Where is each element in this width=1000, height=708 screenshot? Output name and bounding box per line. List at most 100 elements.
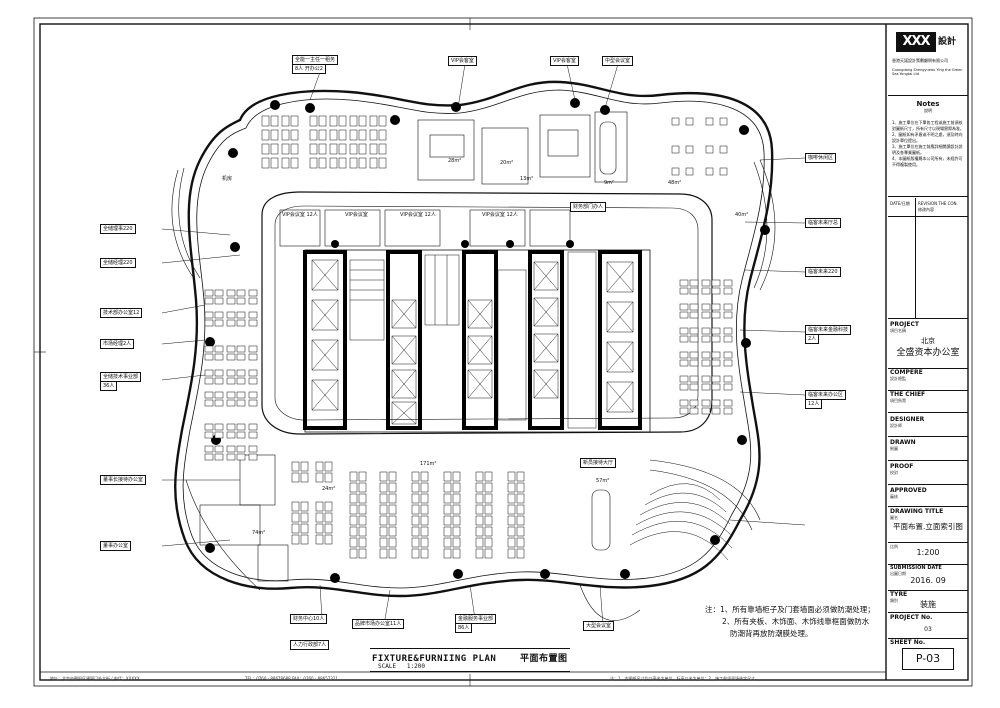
logo-text: 設計 (938, 37, 957, 47)
bottom-note: 注：1、本图纸尺寸均以毫米为单位，标高以米为单位；2、施工前须现场核实尺寸。 (610, 676, 760, 681)
scale-value-tb: 1:200 (916, 548, 940, 557)
compere-field: COMPERE 設計總監 (888, 368, 968, 391)
plan-title: FIXTURE&FURNIING PLAN 平面布置图 (372, 651, 568, 664)
scale-value: 1:200 (406, 663, 425, 670)
drawn-sublabel: 制圖 (890, 446, 898, 451)
footnote-line: 防潮背再放防潮膜处理。 (730, 629, 813, 638)
room-label: VIP会议室 12人 (482, 212, 518, 218)
approved-sublabel: 審核 (890, 494, 898, 499)
room-label: 24m² (322, 486, 336, 492)
footnote-line: 2、所有夹板、木饰面、木饰线靠框面做防水 (722, 617, 870, 626)
firm-name: 香港天諾設計策劃顧問有限公司 (892, 58, 948, 63)
stair-arcs (171, 159, 776, 621)
room-label: VIP会议室 (345, 212, 368, 218)
firm-logo: XXX 設計 (896, 32, 960, 54)
desk-clusters (204, 115, 733, 559)
bottom-address: 地址：北京市朝阳区建国门外大街 / 电话：XXXXX (50, 676, 140, 681)
designer-field: DESIGNER 設計師 (888, 412, 968, 437)
proof-field: PROOF 校對 (888, 460, 968, 485)
drawing-title-value: 平面布置.立面索引图 (893, 522, 963, 531)
drawn-label: DRAWN (890, 439, 916, 446)
callout-label: 市场经理2人 (100, 339, 135, 349)
firm-name-en: Guangdong Shengyuedu Ying the Green Sea … (892, 68, 963, 76)
building-core (303, 249, 651, 433)
callout-label: 全储技术事业部 (100, 372, 142, 382)
callout-label: VIP会客室 (448, 56, 477, 66)
plan-scale: SCALE 1:200 (378, 663, 425, 670)
compere-label: COMPERE (890, 369, 923, 376)
callout-label: 36人 (100, 381, 118, 391)
project-field: PROJECT 項目名稱 北京 全盛资本办公室 (888, 320, 968, 369)
callout-label: 全储理事220 (100, 224, 136, 234)
room-label: 48m² (668, 180, 682, 186)
note-item: 2、圖紙如有矛盾或不明之處，須及時向設計單位提出。 (892, 132, 963, 143)
project-label: PROJECT (890, 321, 919, 328)
designer-label: DESIGNER (890, 416, 925, 423)
drawn-field: DRAWN 制圖 (888, 436, 968, 461)
callout-label: 全储经理220 (100, 258, 136, 268)
project-name: 全盛资本办公室 (896, 348, 960, 358)
type-value: 装施 (920, 600, 936, 609)
revision-table: DATE/日期 REVISION THE CON. 修改內容 (888, 198, 968, 319)
callout-label: 8人 开办公2 (292, 64, 326, 74)
auditorium-seating (629, 483, 733, 561)
notes-subtitle: 說明 (924, 108, 932, 113)
elevator-shafts (311, 259, 634, 425)
project-no-value: 03 (924, 626, 932, 633)
revision-content-header-cn: 修改內容 (918, 207, 934, 212)
drawing-title-label: DRAWING TITLE (890, 508, 944, 515)
chief-field: THE CHIEF 項目負責 (888, 390, 968, 413)
submission-value: 2016. 09 (910, 576, 946, 585)
callout-label: VIP会客室 (550, 56, 579, 66)
revision-content-header: REVISION THE CON. (918, 201, 958, 206)
type-field: TYRE 類別 装施 (888, 590, 968, 613)
chief-label: THE CHIEF (890, 391, 926, 398)
callout-label: 技术部办公室12 (100, 308, 143, 318)
type-sublabel: 類別 (890, 598, 898, 603)
scale-field: 比例 1:200 (888, 542, 968, 565)
drawing-title-field: DRAWING TITLE 圖名 平面布置.立面索引图 (888, 506, 968, 543)
callout-label: 咖啡休闲区 (805, 153, 837, 163)
plan-title-cn: 平面布置图 (519, 654, 568, 664)
room-label: VIP会议室 12人 (400, 212, 436, 218)
logo-mark-icon: XXX (896, 32, 936, 52)
sheet-no-label: SHEET No. (890, 639, 926, 646)
room-label: 171m² (420, 461, 437, 467)
notes-title: Notes (916, 100, 940, 108)
proof-label: PROOF (890, 463, 914, 470)
revision-date-header: DATE/日期 (890, 201, 910, 206)
corridor-ring (261, 191, 713, 435)
submission-label: SUBMISSION DATE (890, 565, 942, 571)
plan-title-en: FIXTURE&FURNIING PLAN (372, 654, 497, 664)
proof-sublabel: 校對 (890, 470, 898, 475)
designer-sublabel: 設計師 (890, 423, 902, 428)
scale-sublabel: 比例 (890, 544, 898, 549)
callout-label: 临客未来金融科技 (805, 325, 852, 335)
sheet-no-field: SHEET No. P-03 (888, 638, 968, 680)
callout-label: 财务部门办人 (570, 202, 607, 212)
approved-label: APPROVED (890, 487, 927, 494)
project-sublabel: 項目名稱 (890, 328, 906, 333)
outer-frame (33, 17, 973, 687)
callout-label: 董事长接待办公室 (100, 475, 147, 485)
room-label: 20m² (500, 160, 514, 166)
drawing-title-sublabel: 圖名 (890, 515, 898, 520)
callout-label: 金融服务事业部 (455, 614, 497, 624)
sheet-no-value: P-03 (915, 652, 941, 665)
callout-label: 财务中心10人 (290, 614, 328, 624)
notes-body: 1、施工單位在下單各工程或施工前須核對圖紙尺寸，所有尺寸以現場實際為准。 2、圖… (892, 120, 964, 168)
room-label: 机房 (222, 176, 233, 182)
callout-label: 大型会议室 (583, 621, 615, 631)
callout-label: 临客未来220 (805, 267, 841, 277)
room-label: VIP会议室 12人 (282, 212, 318, 218)
room-label: 57m² (596, 478, 610, 484)
building-outline (174, 80, 774, 598)
plan-footnote: 注：1、所有靠墙柜子及门套墙面必须做防潮处理； 2、所有夹板、木饰面、木饰线靠框… (705, 604, 885, 640)
leader-lines (161, 63, 806, 627)
callout-label: 中型会议室 (602, 56, 634, 66)
callout-label: 临客未来厅总 (805, 218, 842, 228)
plan-title-block (370, 648, 570, 672)
project-no-field: PROJECT No. 03 (888, 612, 968, 639)
